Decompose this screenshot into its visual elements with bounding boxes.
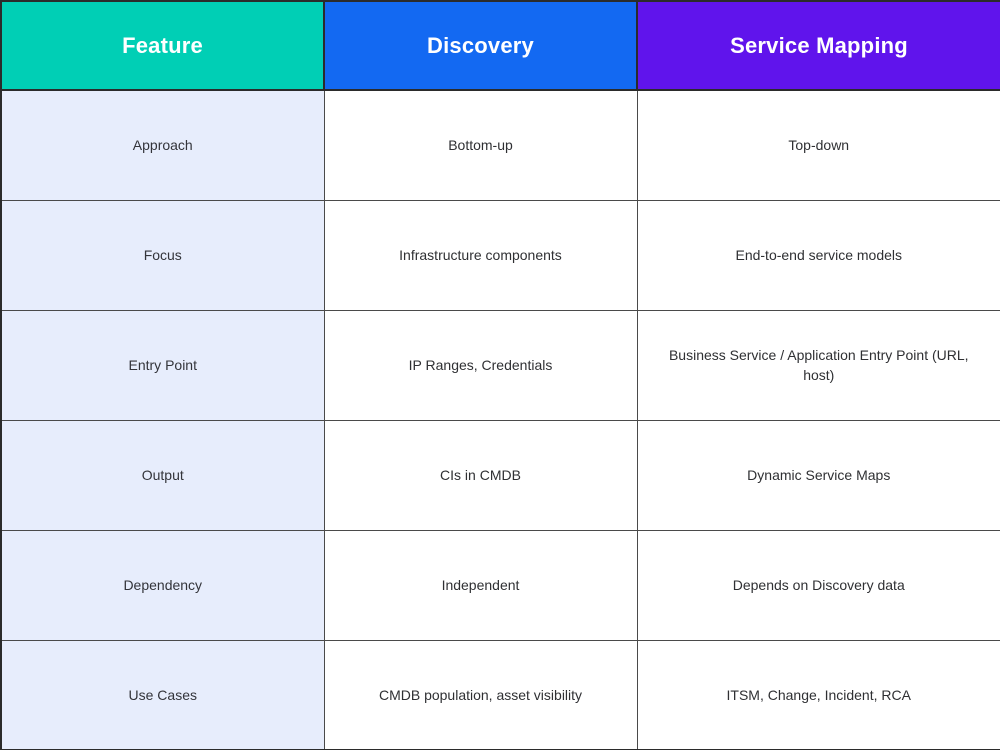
cell-text: Depends on Discovery data: [732, 576, 905, 593]
cell-service-mapping-use-cases: ITSM, Change, Incident, RCA: [636, 639, 1000, 750]
cell-text: Bottom-up: [448, 137, 513, 154]
table-row: Approach Bottom-up Top-down: [0, 89, 1000, 201]
cell-service-mapping-output: Dynamic Service Maps: [636, 419, 1000, 531]
cell-text: Top-down: [788, 137, 850, 154]
cell-text: CIs in CMDB: [440, 466, 521, 483]
table-row: Use Cases CMDB population, asset visibil…: [0, 639, 1000, 750]
header-row: Feature Discovery Service Mapping: [0, 0, 1000, 91]
table-row: Entry Point IP Ranges, Credentials Busin…: [0, 309, 1000, 421]
column-header-discovery: Discovery: [323, 0, 638, 91]
table-header: Feature Discovery Service Mapping: [0, 0, 1000, 91]
cell-feature-approach: Approach: [0, 89, 325, 201]
cell-service-mapping-entry-point: Business Service / Application Entry Poi…: [636, 309, 1000, 421]
cell-discovery-use-cases: CMDB population, asset visibility: [323, 639, 638, 750]
cell-discovery-entry-point: IP Ranges, Credentials: [323, 309, 638, 421]
cell-text: Output: [141, 466, 184, 483]
table-row: Dependency Independent Depends on Discov…: [0, 529, 1000, 641]
cell-text: Approach: [132, 137, 193, 154]
cell-text: Dynamic Service Maps: [747, 466, 891, 483]
cell-text: Independent: [441, 576, 520, 593]
cell-text: Use Cases: [128, 686, 197, 703]
table-row: Focus Infrastructure components End-to-e…: [0, 199, 1000, 311]
table-row: Output CIs in CMDB Dynamic Service Maps: [0, 419, 1000, 531]
cell-text: End-to-end service models: [735, 246, 903, 263]
cell-service-mapping-approach: Top-down: [636, 89, 1000, 201]
cell-feature-output: Output: [0, 419, 325, 531]
cell-text: Entry Point: [128, 356, 197, 373]
cell-discovery-output: CIs in CMDB: [323, 419, 638, 531]
cell-text: Dependency: [123, 576, 203, 593]
cell-text: Infrastructure components: [399, 246, 562, 263]
cell-text: ITSM, Change, Incident, RCA: [726, 686, 911, 703]
table-body: Approach Bottom-up Top-down Focus Infras…: [0, 89, 1000, 750]
cell-text: IP Ranges, Credentials: [408, 356, 553, 373]
cell-feature-focus: Focus: [0, 199, 325, 311]
cell-service-mapping-dependency: Depends on Discovery data: [636, 529, 1000, 641]
cell-text: CMDB population, asset visibility: [378, 686, 583, 703]
cell-feature-entry-point: Entry Point: [0, 309, 325, 421]
cell-text: Focus: [143, 246, 182, 263]
cell-discovery-focus: Infrastructure components: [323, 199, 638, 311]
cell-service-mapping-focus: End-to-end service models: [636, 199, 1000, 311]
cell-feature-dependency: Dependency: [0, 529, 325, 641]
column-header-service-mapping: Service Mapping: [636, 0, 1000, 91]
column-header-feature: Feature: [0, 0, 325, 91]
cell-feature-use-cases: Use Cases: [0, 639, 325, 750]
cell-text: Business Service / Application Entry Poi…: [668, 346, 969, 383]
cell-discovery-dependency: Independent: [323, 529, 638, 641]
cell-discovery-approach: Bottom-up: [323, 89, 638, 201]
